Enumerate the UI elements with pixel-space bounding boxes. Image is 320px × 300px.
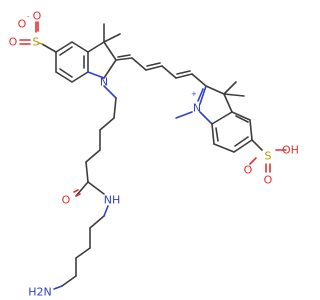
aminohexyl-chain	[53, 205, 109, 290]
hydroxyl-label: OH	[282, 144, 299, 157]
amide-oxygen-label: O	[62, 194, 71, 207]
amide-carbonyl	[73, 189, 81, 197]
right-five-membered-ring	[175, 81, 245, 125]
positive-charge-label: +	[191, 90, 197, 98]
sulfur-atom-left-label: S	[33, 36, 40, 49]
amide-nitrogen-label: NH	[104, 194, 121, 207]
polymethine-chain	[115, 54, 207, 87]
negative-charge-label: -	[27, 13, 30, 21]
left-sulfonate-group	[19, 21, 57, 53]
left-five-membered-ring	[87, 23, 121, 79]
nitrogen-cation-right-label: N	[193, 102, 201, 115]
oxygen-atom-label: O	[244, 164, 253, 177]
oxygen-atom-label: O	[33, 10, 42, 23]
oxygen-anion-label: O	[18, 18, 27, 31]
terminal-amine-label: H2N	[28, 286, 52, 299]
nitrogen-atom-left-label: N	[100, 76, 108, 89]
left-benzene-ring	[55, 41, 89, 83]
hexanoyl-linker-chain	[75, 85, 117, 197]
chemical-structure-diagram: S O O O - N N + S O O OH O NH H2N	[9, 10, 299, 299]
right-sulfonic-acid-group	[249, 139, 287, 173]
oxygen-atom-label: O	[264, 174, 273, 187]
right-benzene-ring	[211, 111, 253, 153]
oxygen-atom-label: O	[9, 36, 18, 49]
sulfur-atom-right-label: S	[265, 150, 272, 163]
